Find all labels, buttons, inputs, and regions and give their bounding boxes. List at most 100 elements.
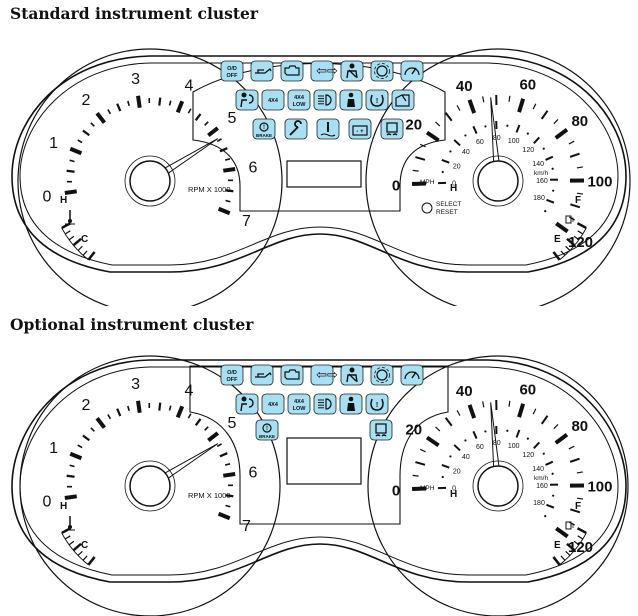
- tach-major-tick: [70, 454, 81, 458]
- four-by-four-label: 4X4: [268, 402, 279, 408]
- temperature-gauge-tick: [88, 557, 94, 565]
- mph-minor-tick: [509, 96, 510, 102]
- arrows-label: ⇦⇨: [316, 63, 338, 78]
- tach-mid-tick: [220, 453, 227, 456]
- kmh-minor-dot: [484, 125, 486, 127]
- fuel-full-label: F: [575, 501, 581, 512]
- temperature-gauge-tick: [73, 544, 81, 550]
- tach-minor-tick: [70, 160, 75, 161]
- head-shape: [349, 93, 354, 98]
- door-ajar-icon: [392, 90, 414, 110]
- tach-minor-tick: [217, 444, 221, 447]
- traction-control-icon: [381, 119, 403, 139]
- tachometer-hub: [130, 466, 170, 506]
- tach-minor-tick: [188, 109, 190, 113]
- mph-label: 20: [405, 421, 422, 438]
- tach-mid-tick: [196, 419, 201, 425]
- tach-label: 0: [43, 493, 52, 510]
- optional-cluster-heading: Optional instrument cluster: [10, 315, 253, 334]
- kmh-minor-dot: [552, 473, 554, 475]
- mph-mid-tick: [446, 418, 452, 426]
- abs-icon: [371, 365, 393, 385]
- tire-pressure-icon: !: [366, 90, 388, 110]
- brake-mark: !: [266, 426, 268, 432]
- mph-major-tick: [556, 223, 567, 231]
- four-by-four-label: 4X4: [294, 399, 305, 405]
- tach-mid-tick: [83, 130, 89, 135]
- fuel-gauge-tick: [577, 528, 586, 533]
- mph-minor-tick: [483, 401, 484, 407]
- tach-minor-tick: [225, 159, 230, 160]
- tach-major-tick: [138, 401, 140, 413]
- kmh-label: 180: [533, 195, 545, 202]
- tach-minor-tick: [217, 139, 221, 142]
- brake-label: BRAKE: [259, 434, 275, 439]
- off-label: OFF: [227, 73, 239, 79]
- mph-minor-tick: [436, 122, 440, 126]
- mph-major-tick: [470, 405, 475, 418]
- tach-label: 6: [249, 465, 258, 482]
- tach-mid-tick: [159, 403, 160, 411]
- tach-major-tick: [223, 474, 235, 476]
- kmh-major-tick: [546, 157, 553, 160]
- mph-label: 0: [392, 178, 400, 195]
- tach-major-tick: [178, 406, 182, 417]
- kmh-label: 120: [522, 147, 534, 154]
- center-panel: [190, 366, 448, 524]
- kmh-minor-dot: [449, 150, 451, 152]
- kmh-label: 100: [508, 138, 520, 145]
- select-reset-button[interactable]: SELECT RESET: [422, 201, 461, 216]
- turn-signal-icon: ⇦⇨: [311, 61, 338, 81]
- mph-label: 100: [587, 478, 612, 495]
- mph-label: 0: [392, 483, 400, 500]
- tach-label: 7: [242, 213, 251, 230]
- tach-major-tick: [219, 514, 230, 518]
- turn-signal-icon: ⇦⇨: [311, 365, 338, 385]
- mph-mid-tick: [542, 111, 548, 119]
- kmh-minor-dot: [552, 168, 554, 170]
- temperature-gauge-tick: [78, 246, 82, 250]
- tach-label: 1: [49, 135, 58, 152]
- temperature-high-label: H: [60, 501, 67, 512]
- kmh-minor-dot: [544, 210, 546, 212]
- tach-label: 2: [82, 92, 91, 109]
- kmh-major-tick: [546, 200, 553, 203]
- tach-major-tick: [219, 209, 230, 213]
- traction-control-icon-tile: [370, 420, 392, 440]
- mph-mid-tick: [570, 154, 579, 157]
- speedometer-kmh-unit: km/h: [534, 170, 548, 177]
- tach-minor-tick: [226, 201, 231, 202]
- kmh-major-tick: [473, 431, 476, 438]
- mph-label: 40: [456, 78, 473, 95]
- kmh-major-tick: [546, 505, 553, 508]
- tach-mid-tick: [225, 190, 233, 191]
- mph-major-tick: [556, 528, 567, 536]
- mph-minor-tick: [569, 522, 574, 525]
- temperature-gauge: H C: [60, 501, 95, 565]
- kmh-minor-dot: [544, 515, 546, 517]
- mph-mid-tick: [542, 416, 548, 424]
- oil-pressure-icon: [251, 365, 273, 385]
- brake-mark: !: [263, 125, 265, 131]
- kmh-major-tick: [546, 462, 553, 465]
- coolant-temp-icon: [317, 119, 339, 139]
- oil-pressure-icon: [251, 61, 273, 81]
- temperature-low-label: C: [81, 540, 88, 551]
- kmh-label: 140: [532, 466, 544, 473]
- mph-minor-tick: [569, 446, 574, 449]
- kmh-label: 140: [532, 161, 544, 168]
- tach-minor-tick: [226, 506, 231, 507]
- tach-minor-tick: [108, 414, 111, 418]
- mph-minor-tick: [569, 141, 574, 144]
- tpms-mark: !: [376, 402, 378, 409]
- temperature-gauge-tick: [69, 541, 74, 545]
- tachometer-unit-label: RPM X 1000: [188, 491, 231, 500]
- kmh-label: 20: [453, 164, 461, 171]
- tach-major-tick: [178, 101, 182, 112]
- tach-mid-tick: [67, 476, 75, 477]
- temperature-high-label: H: [60, 195, 67, 206]
